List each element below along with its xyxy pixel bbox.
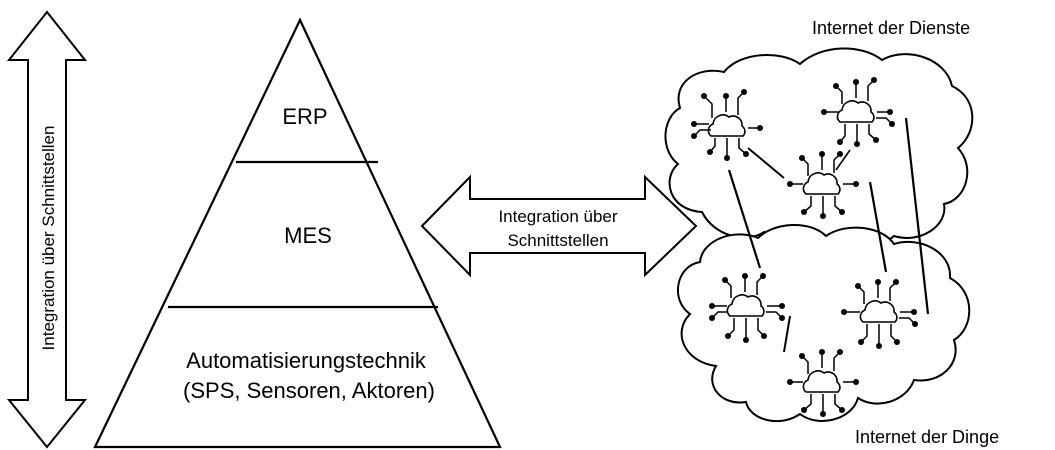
horizontal-arrow-label-line1: Integration über (498, 207, 617, 226)
cloud-internet-of-things (676, 224, 971, 423)
horizontal-double-arrow: Integration über Schnittstellen (420, 174, 698, 278)
cloud-node-icon (709, 273, 785, 343)
cloud-interconnections (727, 117, 930, 315)
cloud-node-icon (787, 151, 859, 219)
cloud-node-icon (691, 89, 763, 161)
pyramid-level-erp: ERP (282, 104, 327, 129)
cloud-node-icon (841, 279, 918, 349)
cloud-internet-of-services (664, 47, 974, 249)
automation-pyramid: ERP MES Automatisierungstechnik (SPS, Se… (93, 17, 502, 449)
cloud-node-icon (821, 77, 895, 147)
cloud-label-services: Internet der Dienste (812, 18, 970, 38)
cloud-label-things: Internet der Dinge (855, 427, 999, 447)
horizontal-arrow-label-line2: Schnittstellen (507, 231, 608, 250)
pyramid-level-mes: MES (284, 223, 332, 248)
pyramid-level-automation-line1: Automatisierungstechnik (186, 348, 427, 373)
vertical-double-arrow: Integration über Schnittstellen (6, 10, 88, 449)
pyramid-level-automation-line2: (SPS, Sensoren, Aktoren) (183, 378, 435, 403)
cloud-node-icon (787, 349, 859, 417)
vertical-arrow-label: Integration über Schnittstellen (39, 126, 58, 351)
